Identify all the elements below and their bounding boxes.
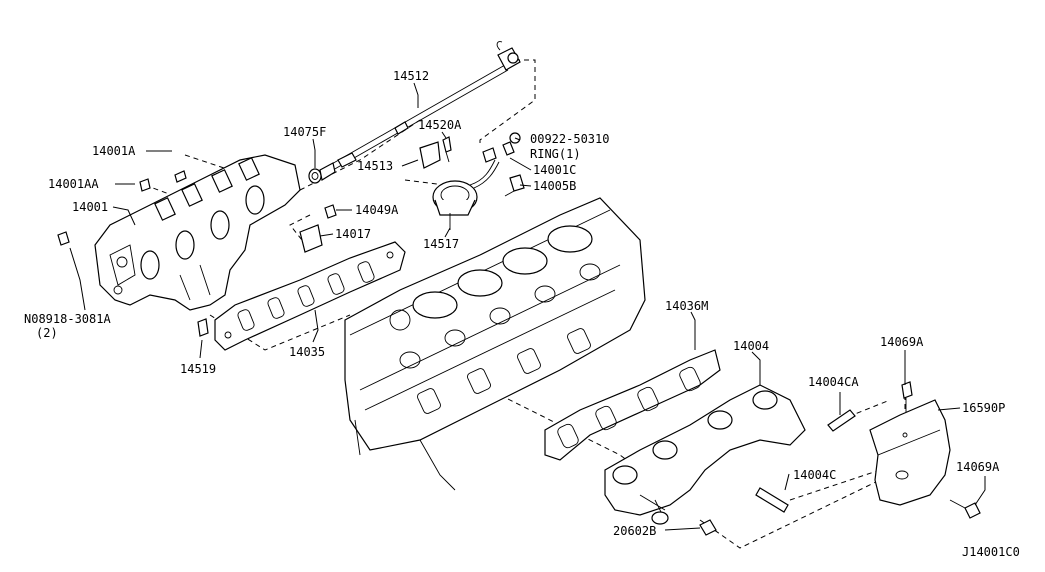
leader-lines [69, 82, 986, 531]
stud-14004CA [827, 409, 856, 432]
label-14005B: 14005B [533, 179, 576, 193]
stud-14519 [197, 318, 209, 337]
label-14520A: 14520A [418, 118, 462, 132]
label-08918-3081A: N08918-3081A [24, 312, 111, 326]
label-14035: 14035 [289, 345, 325, 359]
diagram-id: J14001C0 [962, 545, 1020, 559]
cylinder-head [344, 197, 646, 491]
callout-labels: 14512 14075F 14520A 00922-50310 RING(1) … [24, 69, 1020, 559]
exhaust-manifold [604, 384, 806, 536]
label-14036M: 14036M [665, 299, 708, 313]
label-14069A-top: 14069A [880, 335, 924, 349]
label-14017: 14017 [335, 227, 371, 241]
bolt-14005B [504, 174, 525, 197]
vacuum-canister [432, 147, 500, 230]
bolt-14049A [324, 204, 337, 219]
bolt-14520A [442, 136, 452, 163]
bracket-14513 [419, 141, 441, 169]
heat-shield [869, 399, 951, 506]
label-14001AA: 14001AA [48, 177, 99, 191]
label-20602B: 20602B [613, 524, 656, 538]
label-qty-2: (2) [36, 326, 58, 340]
intake-manifold-gasket [214, 241, 406, 351]
filler-cap [308, 162, 336, 184]
bracket-14017 [299, 224, 323, 253]
oil-level-gauge-dipstick [329, 41, 521, 171]
label-14512: 14512 [393, 69, 429, 83]
label-14517: 14517 [423, 237, 459, 251]
label-00922-50310: 00922-50310 [530, 132, 609, 146]
label-16590P: 16590P [962, 401, 1005, 415]
label-14001: 14001 [72, 200, 108, 214]
label-14004: 14004 [733, 339, 769, 353]
label-14001A: 14001A [92, 144, 136, 158]
exhaust-manifold-gasket [544, 349, 721, 461]
label-14001C: 14001C [533, 163, 576, 177]
label-ring: RING(1) [530, 147, 581, 161]
bolt-14069A-top [901, 381, 913, 412]
label-14069A-right: 14069A [956, 460, 1000, 474]
label-14513: 14513 [357, 159, 393, 173]
label-14004CA: 14004CA [808, 375, 859, 389]
label-14075F: 14075F [283, 125, 326, 139]
label-14004C: 14004C [793, 468, 836, 482]
intake-manifold [57, 154, 301, 311]
stud-14004C [755, 487, 789, 513]
label-14519: 14519 [180, 362, 216, 376]
label-14049A: 14049A [355, 203, 399, 217]
bolt-14069A-right [949, 499, 981, 519]
ring-and-bolt [502, 132, 521, 156]
